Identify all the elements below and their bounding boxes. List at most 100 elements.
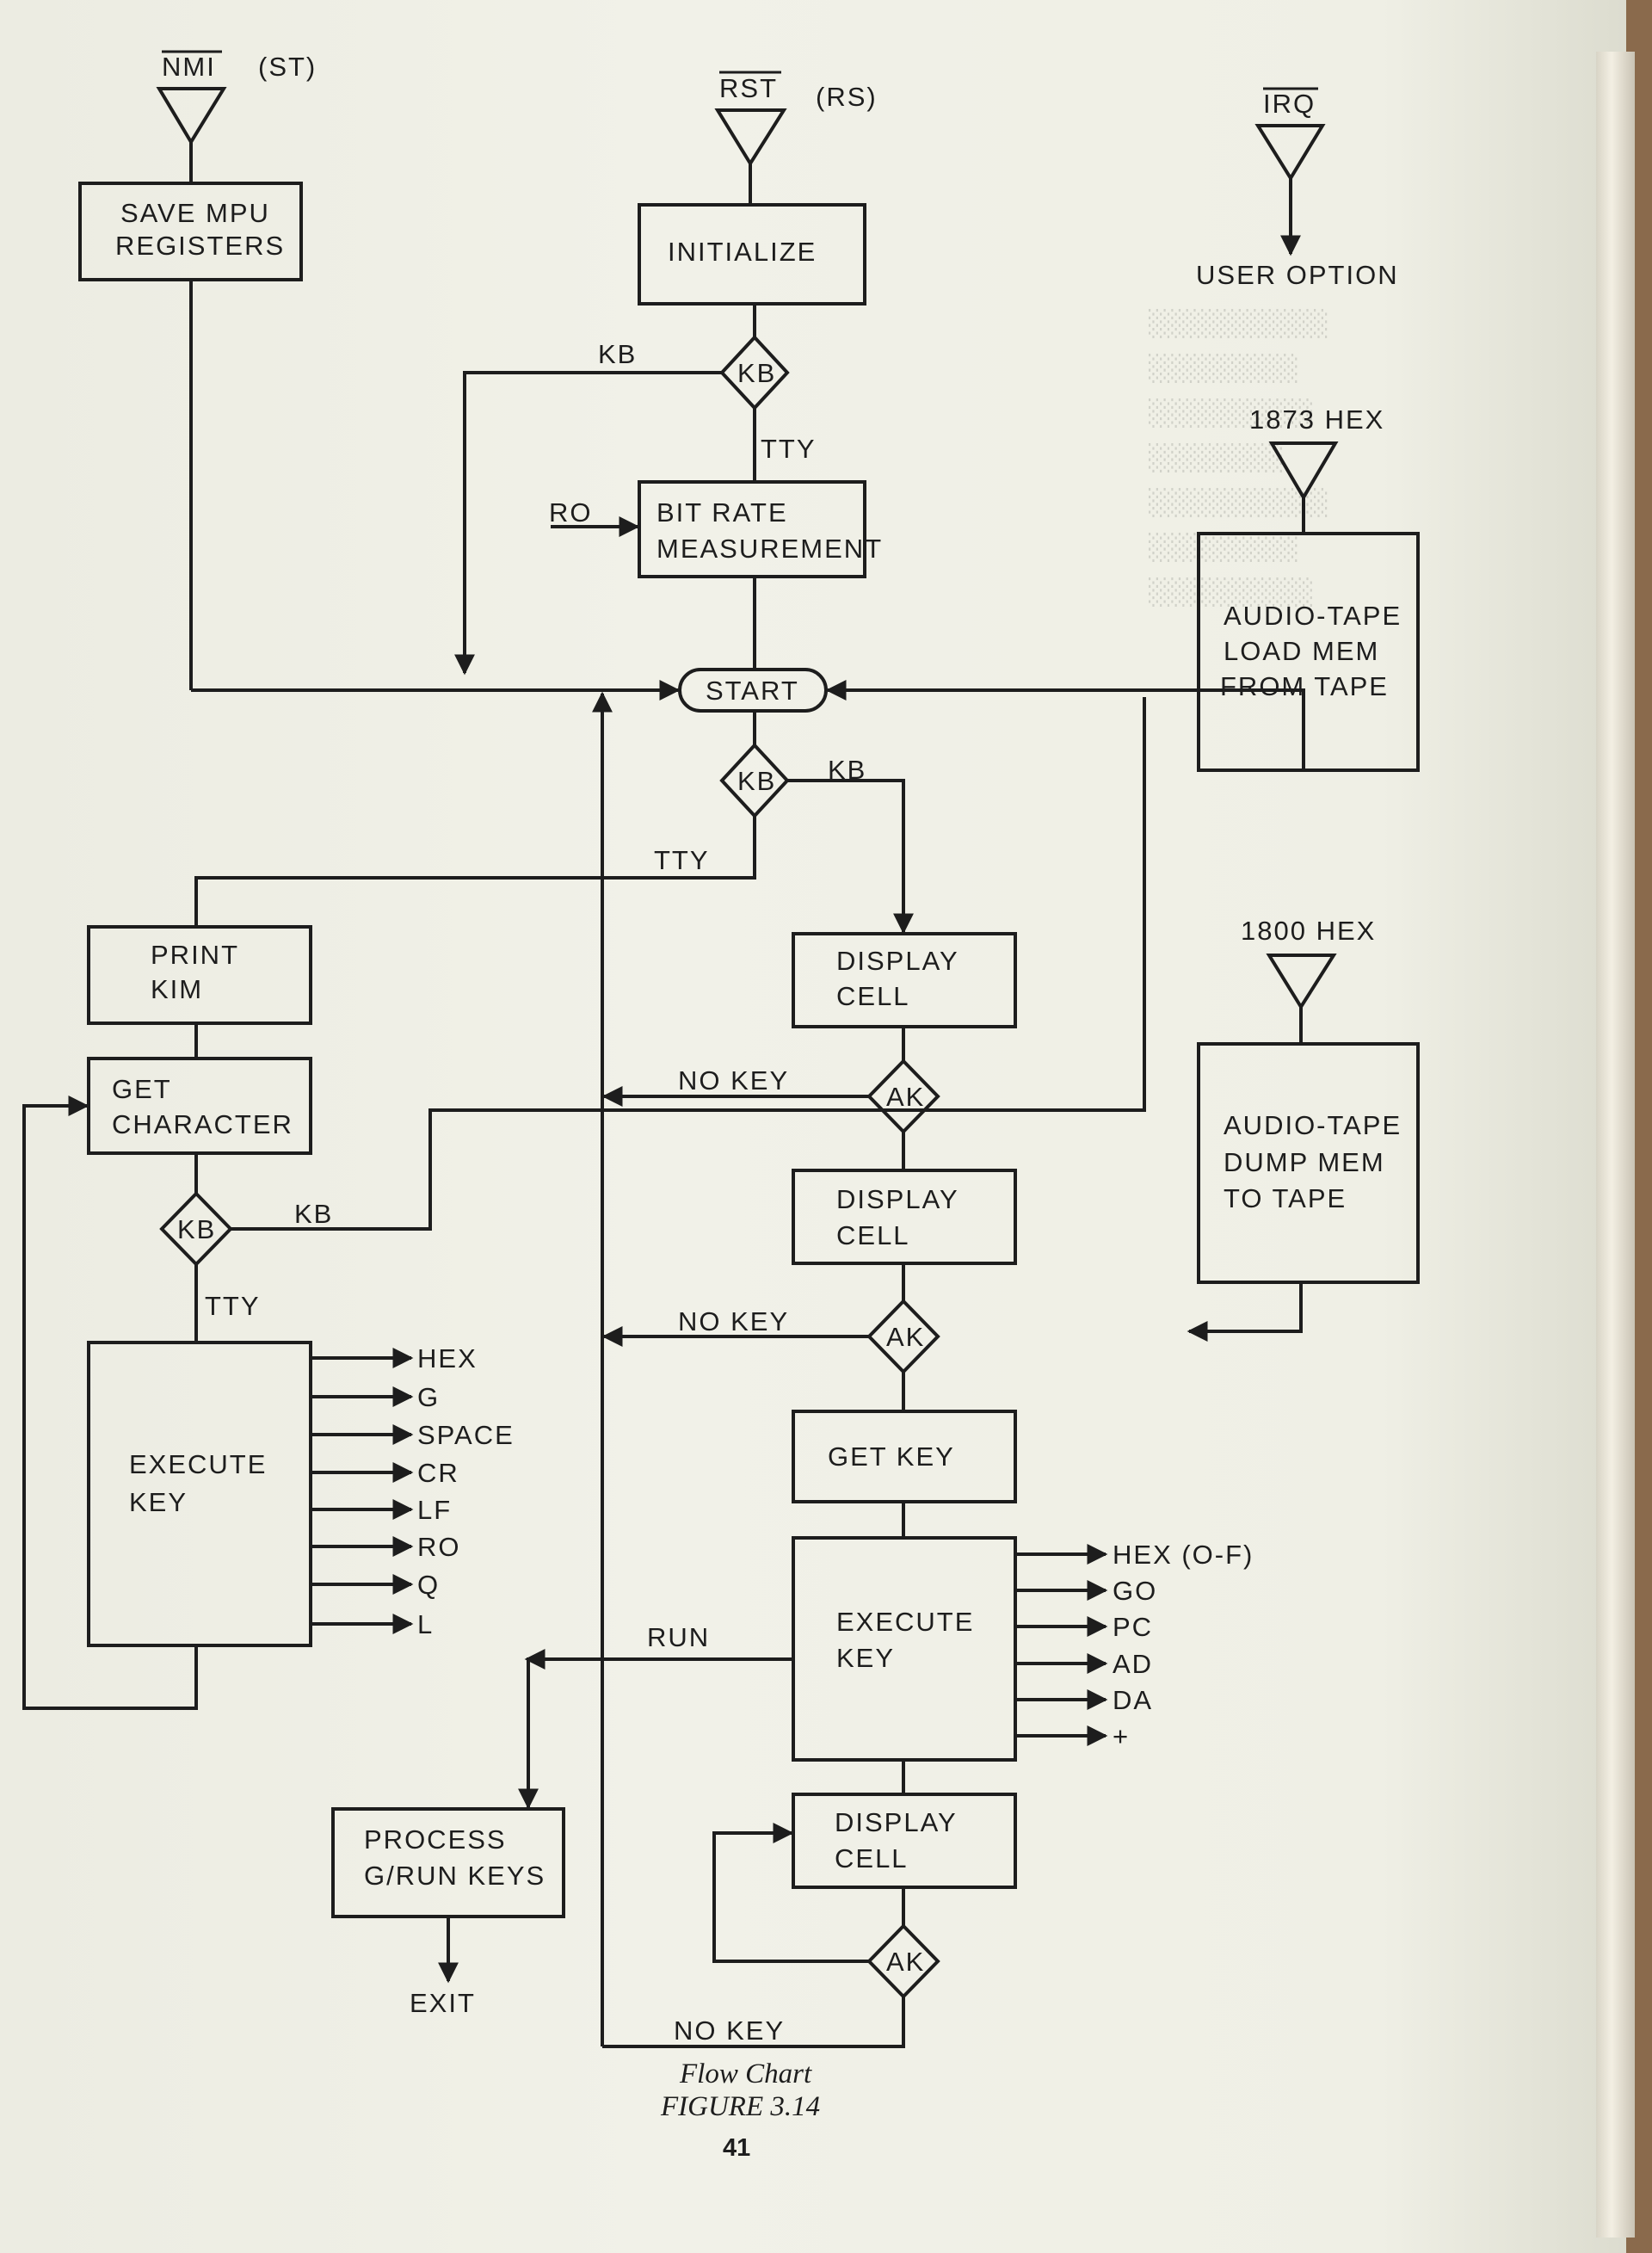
audio-tape-load-box: AUDIO-TAPE LOAD MEM FROM TAPE <box>1197 532 1420 772</box>
rst-alt-label: (RS) <box>816 82 878 112</box>
hex-1800-entry: 1800 HEX <box>1241 916 1376 1044</box>
svg-text:DISPLAY: DISPLAY <box>835 1807 958 1837</box>
right-output-da: DA <box>1113 1685 1153 1715</box>
svg-text:REGISTERS: REGISTERS <box>115 231 285 261</box>
label-kb-left: KB <box>294 1199 333 1229</box>
label-no-key-3: NO KEY <box>674 2015 785 2046</box>
right-output-go: GO <box>1113 1576 1157 1606</box>
figure-caption: Flow Chart FIGURE 3.14 41 <box>660 2059 820 2162</box>
hex-1873-entry: 1873 HEX <box>1249 404 1383 534</box>
svg-text:TO TAPE: TO TAPE <box>1224 1183 1347 1213</box>
left-output-lf: LF <box>417 1495 452 1525</box>
label-run: RUN <box>647 1622 710 1652</box>
svg-text:DUMP MEM: DUMP MEM <box>1224 1147 1385 1177</box>
display-cell-box-1: DISPLAY CELL <box>792 932 1017 1028</box>
nmi-label: NMI <box>162 52 216 82</box>
audio-tape-dump-box: AUDIO-TAPE DUMP MEM TO TAPE <box>1197 1042 1420 1284</box>
label-tty-start: TTY <box>654 845 710 875</box>
user-option-label: USER OPTION <box>1196 260 1399 290</box>
caption-figure: FIGURE 3.14 <box>660 2091 820 2122</box>
svg-text:KEY: KEY <box>129 1487 188 1517</box>
initialize-box: INITIALIZE <box>638 203 866 306</box>
svg-text:G/RUN KEYS: G/RUN KEYS <box>364 1861 546 1891</box>
svg-text:AK: AK <box>886 1947 925 1977</box>
execute-key-right-box: EXECUTE KEY <box>792 1536 1017 1762</box>
label-exit: EXIT <box>410 1988 476 2018</box>
left-output-ro: RO <box>417 1532 461 1562</box>
right-output-hex: HEX (O-F) <box>1113 1540 1254 1570</box>
right-output-ad: AD <box>1113 1649 1153 1679</box>
svg-text:CELL: CELL <box>836 981 910 1011</box>
svg-text:START: START <box>706 676 799 706</box>
svg-text:SAVE MPU: SAVE MPU <box>120 198 270 228</box>
left-output-space: SPACE <box>417 1420 515 1450</box>
irq-triangle <box>1254 124 1326 182</box>
svg-text:KB: KB <box>737 766 776 796</box>
label-tty-top: TTY <box>761 434 817 464</box>
page-number: 41 <box>723 2134 750 2162</box>
svg-text:KIM: KIM <box>151 974 203 1004</box>
kb-decision-left: KB <box>159 1191 233 1267</box>
hex-1873-triangle <box>1268 441 1339 501</box>
label-no-key-1: NO KEY <box>678 1065 789 1096</box>
svg-text:LOAD MEM: LOAD MEM <box>1224 636 1379 666</box>
start-terminal: START <box>678 668 828 713</box>
svg-text:EXECUTE: EXECUTE <box>129 1449 267 1479</box>
left-exec-outputs: HEX G SPACE CR LF RO Q L <box>417 1343 515 1639</box>
ak-decision-1: AK <box>866 1059 940 1134</box>
left-output-cr: CR <box>417 1458 459 1488</box>
svg-text:DISPLAY: DISPLAY <box>836 1184 959 1214</box>
kb-decision-top: KB <box>719 335 790 410</box>
hex-1800-triangle <box>1266 954 1337 1010</box>
right-output-plus: + <box>1113 1721 1130 1751</box>
left-output-hex: HEX <box>417 1343 478 1373</box>
connectors <box>22 280 1305 2048</box>
label-ro: RO <box>549 497 593 528</box>
svg-text:AUDIO-TAPE: AUDIO-TAPE <box>1224 1110 1402 1140</box>
process-g-run-keys-box: PROCESS G/RUN KEYS <box>331 1807 565 1918</box>
rst-triangle <box>714 108 787 167</box>
left-output-l: L <box>417 1609 434 1639</box>
kb-decision-start: KB <box>719 743 790 818</box>
nmi-alt-label: (ST) <box>258 52 317 82</box>
rst-entry: RST (RS) <box>714 71 878 205</box>
svg-text:CELL: CELL <box>835 1843 909 1873</box>
svg-text:GET: GET <box>112 1074 172 1104</box>
svg-text:DISPLAY: DISPLAY <box>836 946 959 976</box>
irq-entry: IRQ USER OPTION <box>1196 87 1399 290</box>
label-tty-left: TTY <box>205 1291 261 1321</box>
label-no-key-2: NO KEY <box>678 1306 789 1336</box>
nmi-entry: NMI (ST) <box>156 50 317 183</box>
ak-decision-2: AK <box>866 1299 940 1374</box>
svg-text:PROCESS: PROCESS <box>364 1824 507 1855</box>
left-output-g: G <box>417 1382 440 1412</box>
display-cell-box-2: DISPLAY CELL <box>792 1169 1017 1265</box>
svg-text:BIT RATE: BIT RATE <box>656 497 788 528</box>
svg-text:GET KEY: GET KEY <box>828 1441 955 1472</box>
branch-labels: KB TTY RO KB TTY KB TTY NO KEY NO KEY NO… <box>205 339 866 2046</box>
right-output-pc: PC <box>1113 1612 1153 1642</box>
svg-text:KB: KB <box>177 1214 216 1244</box>
rst-label: RST <box>719 73 778 103</box>
book-page-edge <box>1596 52 1635 2238</box>
nmi-triangle <box>156 87 227 145</box>
right-exec-outputs: HEX (O-F) GO PC AD DA + <box>1113 1540 1254 1751</box>
get-character-box: GET CHARACTER <box>87 1057 312 1155</box>
get-key-box: GET KEY <box>792 1410 1017 1503</box>
execute-key-left-box: EXECUTE KEY <box>87 1341 312 1647</box>
print-kim-box: PRINT KIM <box>87 925 312 1025</box>
left-output-q: Q <box>417 1570 440 1600</box>
label-kb-top: KB <box>598 339 637 369</box>
hex-1800-label: 1800 HEX <box>1241 916 1376 946</box>
caption-title: Flow Chart <box>679 2059 812 2089</box>
svg-text:AUDIO-TAPE: AUDIO-TAPE <box>1224 601 1402 631</box>
svg-text:INITIALIZE: INITIALIZE <box>668 237 817 267</box>
svg-text:KEY: KEY <box>836 1643 895 1673</box>
save-mpu-registers-box: SAVE MPU REGISTERS <box>78 182 303 281</box>
irq-label: IRQ <box>1263 89 1316 119</box>
svg-text:AK: AK <box>886 1082 925 1112</box>
svg-text:CHARACTER: CHARACTER <box>112 1109 293 1139</box>
label-kb-start: KB <box>828 755 866 785</box>
display-cell-box-3: DISPLAY CELL <box>792 1793 1017 1889</box>
